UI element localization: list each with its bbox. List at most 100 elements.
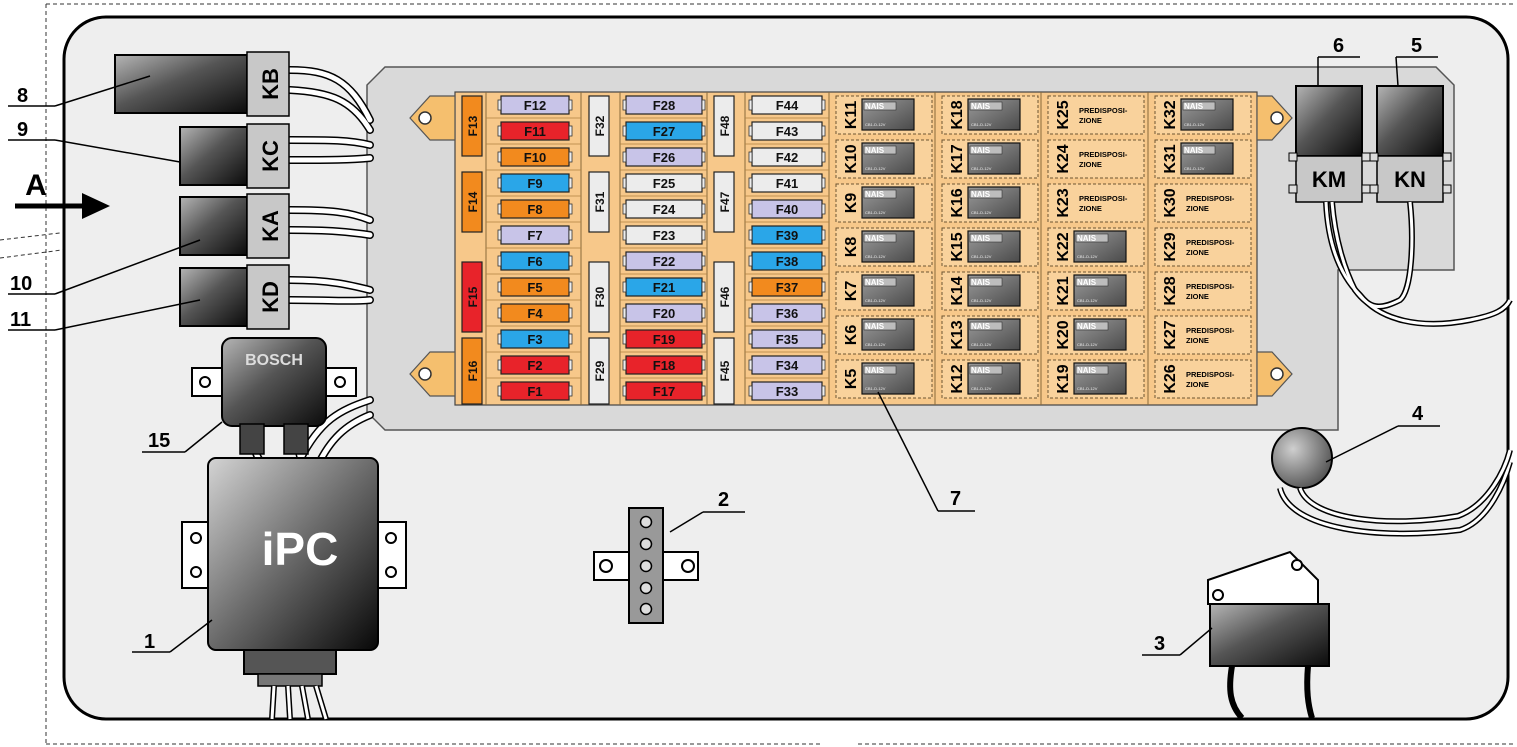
relay-model: CB1-D-12V — [971, 342, 992, 347]
relay-placeholder-line2: ZIONE — [1186, 336, 1209, 345]
relay-model: CB1-D-12V — [1077, 342, 1098, 347]
fuse-layer: F12F11F10F9F8F7F6F5F4F3F2F1F28F27F26F25F… — [461, 95, 826, 405]
relay-model: CB1-D-12V — [865, 254, 886, 259]
fuse-label: F30 — [593, 286, 607, 307]
relay-model: CB1-D-12V — [865, 122, 886, 127]
relay-kn: KN — [1369, 85, 1452, 203]
relay-model: CB1-D-12V — [865, 342, 886, 347]
relay-brand: NAIS — [1077, 278, 1097, 287]
relay-label: K30 — [1162, 188, 1179, 217]
callout-1: 1 — [144, 631, 155, 653]
fuse-label: F37 — [776, 280, 798, 295]
connector-kd-label: KD — [258, 281, 283, 313]
relay-model: CB1-D-12V — [1077, 298, 1098, 303]
relay-brand: NAIS — [1077, 366, 1097, 375]
fuse-label: F34 — [776, 358, 799, 373]
relay-label: K17 — [949, 144, 966, 173]
relay-km: KM — [1288, 85, 1371, 203]
fuse-label: F44 — [776, 98, 799, 113]
relay-placeholder-line1: PREDISPOSI- — [1186, 238, 1235, 247]
fuse-f48: F48 — [713, 95, 735, 157]
view-arrow-label: A — [25, 169, 47, 202]
fuse-label: F23 — [653, 228, 675, 243]
callout-7: 7 — [950, 488, 961, 510]
connector-kc-label: KC — [258, 140, 283, 172]
relay-label: K7 — [843, 281, 860, 302]
fuse-f5: F5 — [497, 277, 573, 297]
fuse-label: F38 — [776, 254, 798, 269]
fuse-f22: F22 — [622, 251, 706, 271]
fuse-f2: F2 — [497, 355, 573, 375]
relay-brand: NAIS — [971, 146, 991, 155]
fuse-label: F7 — [527, 228, 542, 243]
callout-11: 11 — [10, 309, 31, 331]
connector-kc: KC — [179, 123, 290, 189]
fuse-label: F5 — [527, 280, 542, 295]
fuse-f14: F14 — [461, 171, 483, 233]
relay-model: CB1-D-12V — [971, 210, 992, 215]
fuse-label: F43 — [776, 124, 798, 139]
relay-placeholder-line2: ZIONE — [1079, 116, 1102, 125]
fuse-label: F32 — [593, 115, 607, 136]
relay-brand: NAIS — [1077, 234, 1097, 243]
fuse-f38: F38 — [748, 251, 826, 271]
relay-brand: NAIS — [1077, 322, 1097, 331]
fuse-label: F42 — [776, 150, 798, 165]
relay-brand: NAIS — [971, 278, 991, 287]
relay-label: K11 — [843, 101, 860, 130]
fuse-f19: F19 — [622, 329, 706, 349]
relay-placeholder-line1: PREDISPOSI- — [1079, 194, 1128, 203]
fuse-f37: F37 — [748, 277, 826, 297]
callout-8: 8 — [17, 85, 28, 107]
relay-label: K26 — [1162, 364, 1179, 393]
fuse-f7: F7 — [497, 225, 573, 245]
fuse-label: F33 — [776, 384, 798, 399]
terminal-strip — [593, 507, 699, 624]
view-arrow-a: A — [15, 169, 110, 219]
relay-label: K10 — [843, 144, 860, 173]
relay-model: CB1-D-12V — [1077, 386, 1098, 391]
relay-label: K31 — [1162, 144, 1179, 173]
fuse-label: F25 — [653, 176, 675, 191]
connector-kd: KD — [179, 264, 290, 330]
fuse-label: F13 — [466, 115, 480, 136]
relay-model: CB1-D-12V — [865, 298, 886, 303]
component-4 — [1271, 427, 1513, 537]
fuse-label: F45 — [718, 360, 732, 381]
fuse-f29: F29 — [588, 337, 610, 405]
fuse-f25: F25 — [622, 173, 706, 193]
fuse-label: F18 — [653, 358, 675, 373]
fuse-label: F17 — [653, 384, 675, 399]
relay-km-label: KM — [1312, 167, 1346, 192]
fuse-f1: F1 — [497, 381, 573, 401]
fuse-label: F2 — [527, 358, 542, 373]
relay-label: K29 — [1162, 232, 1179, 261]
fuse-f6: F6 — [497, 251, 573, 271]
relay-brand: NAIS — [971, 234, 991, 243]
fuse-f30: F30 — [588, 261, 610, 333]
relay-placeholder-line2: ZIONE — [1079, 160, 1102, 169]
relay-model: CB1-D-12V — [865, 166, 886, 171]
relay-placeholder-line2: ZIONE — [1186, 380, 1209, 389]
board-grid — [485, 92, 1149, 405]
ipc-label: iPC — [262, 523, 339, 575]
relay-brand: NAIS — [971, 102, 991, 111]
fuse-f42: F42 — [748, 147, 826, 167]
fuse-label: F9 — [527, 176, 542, 191]
relay-label: K32 — [1162, 100, 1179, 129]
relay-model: CB1-D-12V — [1184, 122, 1205, 127]
fuse-f9: F9 — [497, 173, 573, 193]
fuse-f21: F21 — [622, 277, 706, 297]
fuse-f28: F28 — [622, 95, 706, 115]
connector-ka-label: KA — [258, 210, 283, 242]
fuse-f36: F36 — [748, 303, 826, 323]
connector-kb: KB — [114, 51, 290, 117]
